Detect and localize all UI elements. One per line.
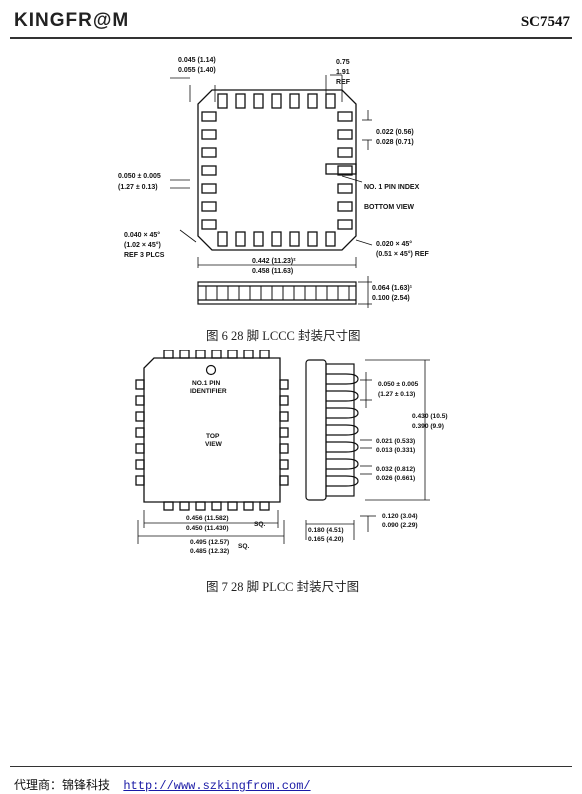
plcc-total-a: 0.495 (12.57) — [190, 539, 229, 546]
lccc-dim-chamfer-a: 0.040 × 45° — [124, 231, 160, 239]
plcc-height-a: 0.430 (10.5) — [412, 413, 448, 420]
plcc-pin1-a: NO.1 PIN — [192, 380, 220, 387]
lccc-dim-corner-b: (0.51 × 45°) REF — [376, 250, 430, 258]
lccc-view-label: BOTTOM VIEW — [364, 204, 414, 211]
lccc-dim-pitch-b: (1.27 ± 0.13) — [118, 184, 158, 191]
lccc-dim-ref-c: REF — [336, 79, 351, 86]
plcc-standoff-b: 0.090 (2.29) — [382, 522, 418, 529]
plcc-standoff-a: 0.120 (3.04) — [382, 513, 418, 520]
lccc-pin1-label: NO. 1 PIN INDEX — [364, 184, 420, 191]
plcc-body-b: 0.450 (11.430) — [186, 525, 229, 532]
lccc-dim-pad-b: 0.028 (0.71) — [376, 139, 414, 146]
lccc-dim-ref-b: 1.91 — [336, 69, 350, 76]
lccc-dim-width-b: 0.458 (11.63) — [252, 268, 293, 275]
footer-agent: 代理商：锦锋科技 — [14, 778, 111, 792]
lccc-dim-height-a: 0.064 (1.63)¹ — [372, 285, 413, 292]
plcc-top-b: VIEW — [205, 441, 223, 448]
header-divider — [10, 37, 572, 39]
part-number: SC7547 — [520, 14, 570, 30]
lccc-dim-corner-a: 0.020 × 45° — [376, 240, 412, 248]
lccc-dim-width-a: 0.442 (11.23)² — [252, 258, 296, 265]
plcc-pin1-b: IDENTIFIER — [190, 388, 227, 395]
plcc-total-sq: SQ. — [238, 543, 250, 550]
plcc-package-drawing: NO.1 PIN IDENTIFIER TOP VIEW 0.050 ± 0.0… — [135, 350, 448, 555]
plcc-side-height-b: 0.165 (4.20) — [308, 536, 344, 543]
lccc-dim-chamfer-b: (1.02 × 45°) — [124, 241, 161, 249]
plcc-pitch-b: (1.27 ± 0.13) — [378, 391, 415, 398]
plcc-side-height-a: 0.180 (4.51) — [308, 527, 344, 534]
lccc-dim-ref-a: 0.75 — [336, 59, 350, 66]
plcc-height-b: 0.390 (9.9) — [412, 423, 444, 430]
lccc-dim-chamfer-c: REF 3 PLCS — [124, 252, 165, 259]
lccc-dim-height-b: 0.100 (2.54) — [372, 295, 410, 302]
plcc-lead-a: 0.021 (0.533) — [376, 438, 415, 445]
lccc-dim-pad-a: 0.022 (0.56) — [376, 129, 414, 136]
brand-logo: KINGFR@M — [14, 10, 130, 31]
lccc-dim-pitch-a: 0.050 ± 0.005 — [118, 173, 161, 180]
plcc-body-a: 0.456 (11.582) — [186, 515, 229, 522]
plcc-body-sq: SQ. — [254, 521, 266, 528]
footer-website-link[interactable]: http://www.szkingfrom.com/ — [123, 779, 311, 793]
figure-6-caption: 图 6 28 脚 LCCC 封装尺寸图 — [206, 329, 361, 343]
footer: 代理商：锦锋科技 http://www.szkingfrom.com/ — [14, 776, 311, 793]
lccc-dim-pad-width-a: 0.045 (1.14) — [178, 57, 216, 64]
plcc-top-a: TOP — [206, 433, 220, 440]
figure-7-caption: 图 7 28 脚 PLCC 封装尺寸图 — [206, 580, 360, 594]
footer-divider — [10, 766, 572, 767]
plcc-lead2-a: 0.032 (0.812) — [376, 466, 415, 473]
plcc-lead-b: 0.013 (0.331) — [376, 447, 415, 454]
plcc-pitch-a: 0.050 ± 0.005 — [378, 381, 419, 388]
plcc-total-b: 0.485 (12.32) — [190, 548, 229, 555]
lccc-dim-pad-width-b: 0.055 (1.40) — [178, 67, 216, 74]
plcc-lead2-b: 0.026 (0.661) — [376, 475, 415, 482]
lccc-package-drawing: 0.045 (1.14) 0.055 (1.40) 0.75 1.91 REF … — [118, 57, 430, 308]
